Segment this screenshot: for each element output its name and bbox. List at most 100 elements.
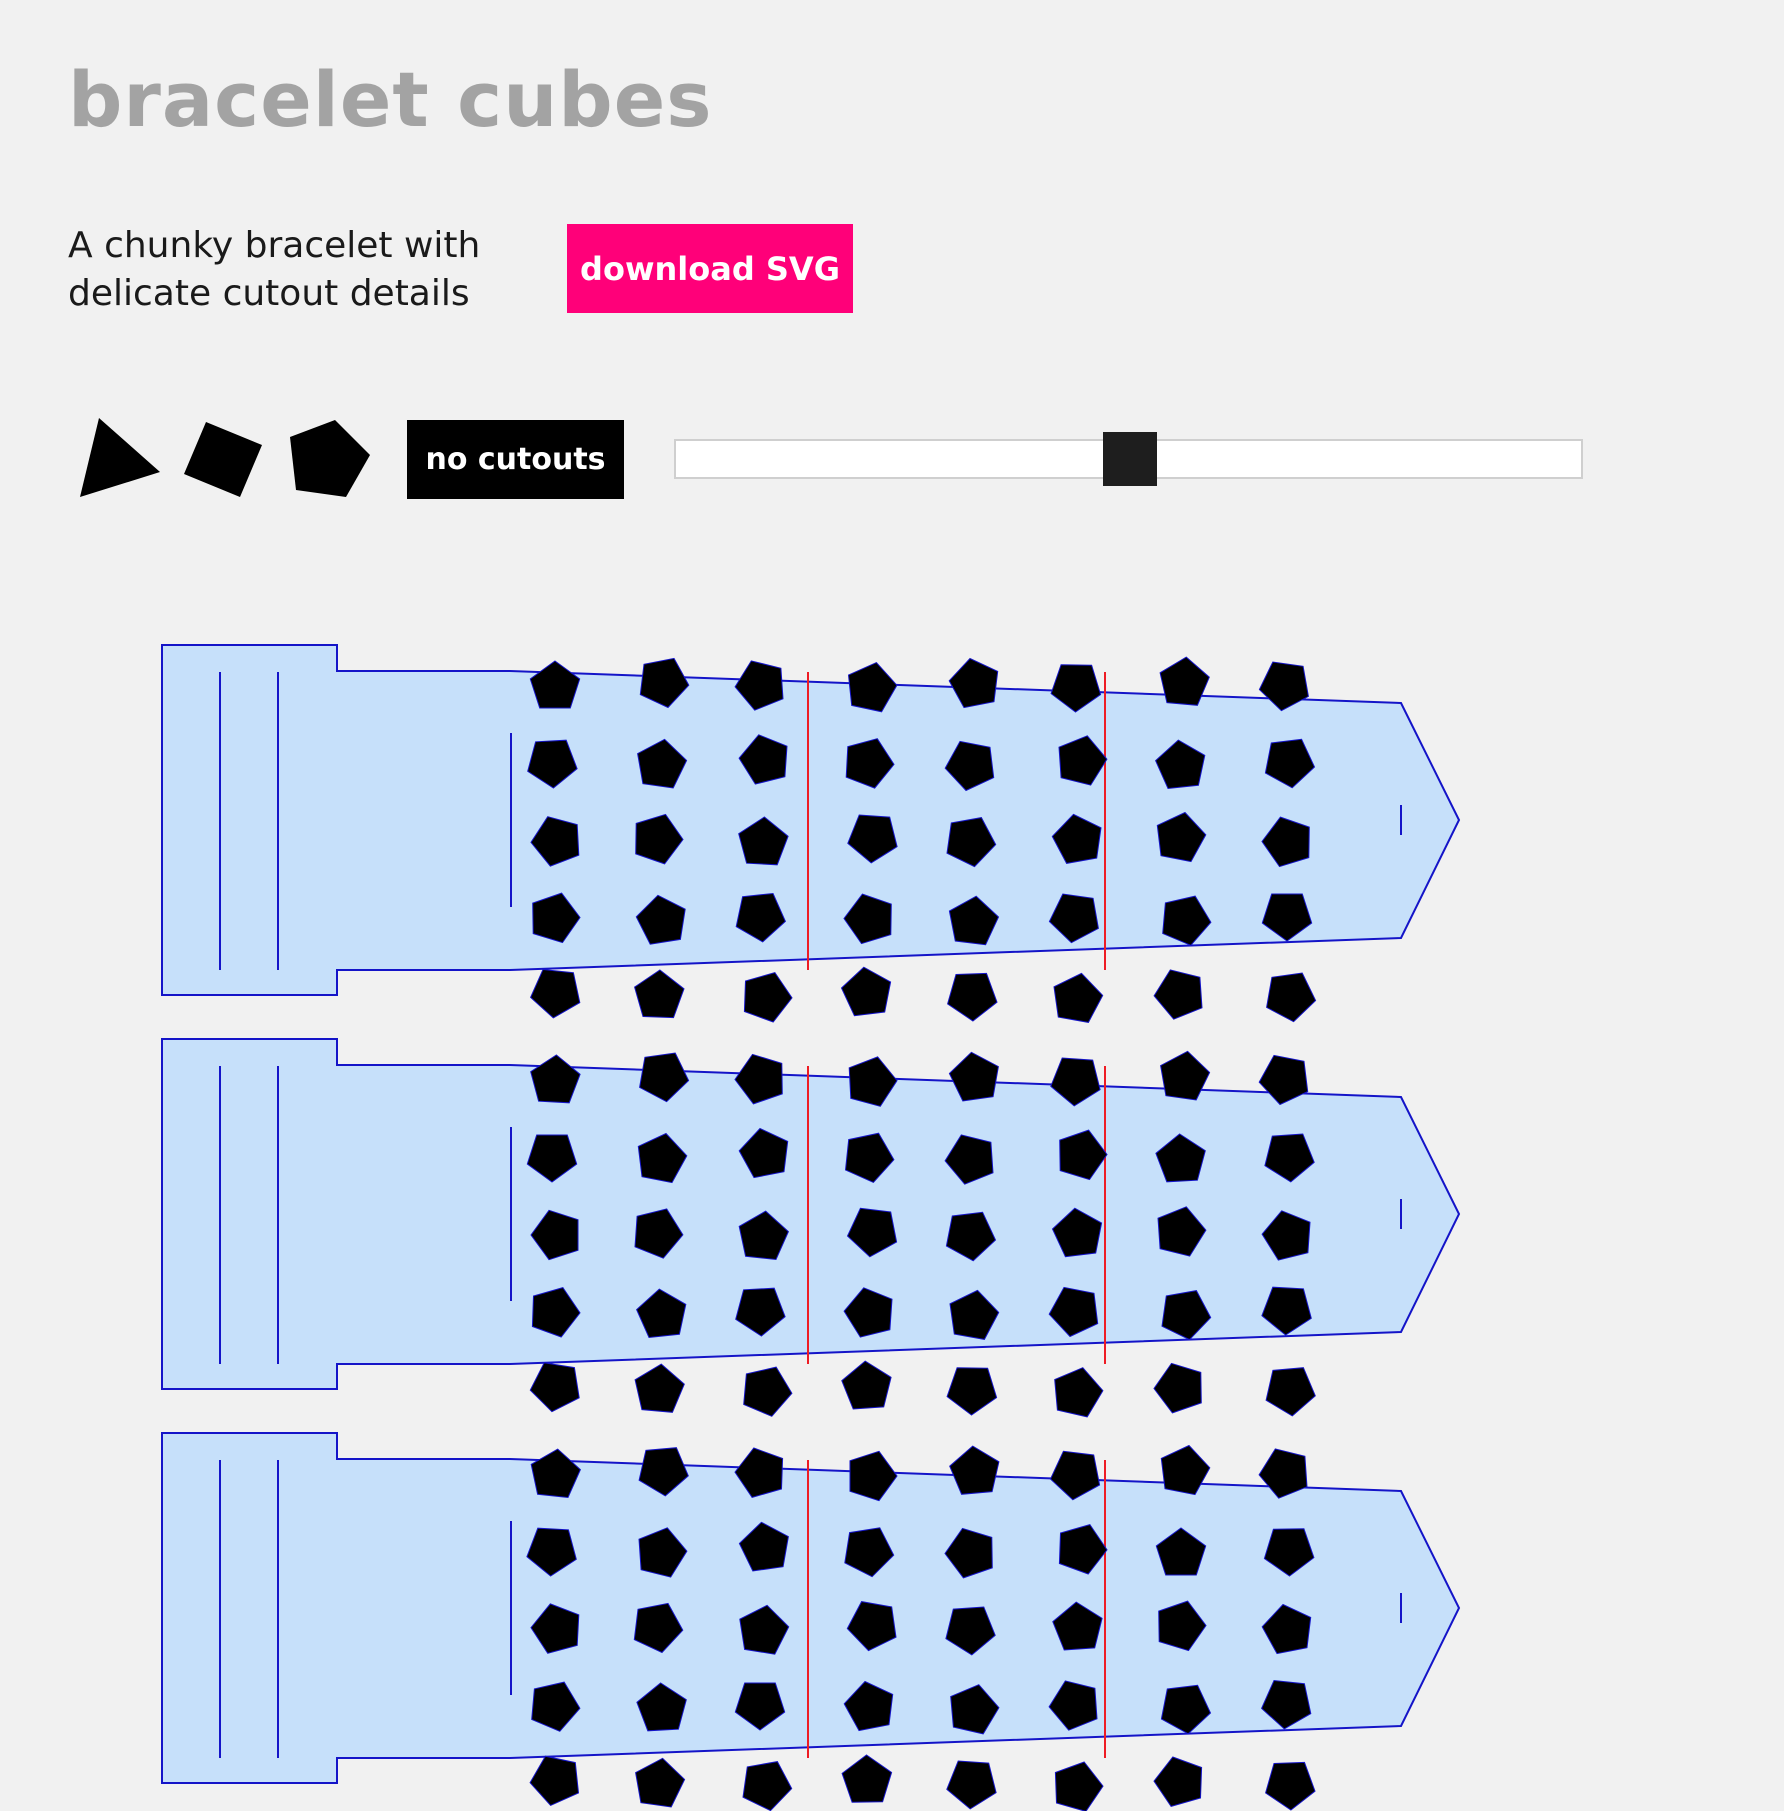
pentagon-cutout — [1153, 1756, 1203, 1807]
pentagon-cutout — [1261, 1286, 1312, 1336]
pentagon-cutout — [1258, 661, 1309, 712]
pentagon-cutout — [734, 660, 784, 711]
pentagon-cutout — [945, 1606, 996, 1656]
pentagon-cutout — [633, 1602, 684, 1654]
pentagon-cutout — [946, 817, 997, 868]
pentagon-cutout — [846, 1207, 898, 1258]
square-shape-button[interactable] — [182, 415, 272, 505]
pentagon-cutout — [1258, 1054, 1309, 1106]
pentagon-cutout — [946, 1367, 998, 1416]
pentagon-cutout — [1264, 1133, 1315, 1183]
pentagon-cutout — [1153, 1362, 1202, 1414]
pentagon-cutout — [1266, 972, 1317, 1023]
pentagon-cutout — [848, 1056, 898, 1107]
pentagon-cutout — [947, 972, 998, 1022]
pentagon-cutout — [1158, 1600, 1207, 1652]
no-cutouts-button[interactable]: no cutouts — [407, 420, 624, 499]
pentagon-cutout — [1053, 972, 1104, 1023]
pentagon-cutout — [1153, 969, 1203, 1020]
pentagon-cutout — [743, 1366, 793, 1417]
pentagon-cutout — [846, 1601, 897, 1652]
pentagon-cutout — [1160, 1684, 1212, 1735]
pentagon-cutout — [526, 1527, 577, 1577]
pentagon-cutout — [1157, 1206, 1207, 1257]
pentagon-cutout — [847, 814, 898, 864]
pentagon-cutout — [529, 1362, 580, 1413]
pentagon-cutout — [637, 1132, 688, 1184]
pentagon-cutout — [742, 1761, 793, 1811]
pentagon-cutout — [1054, 1367, 1104, 1418]
pentagon-cutout — [530, 1603, 580, 1654]
pentagon-cutout — [1048, 1286, 1099, 1338]
description-line-2: delicate cutout details — [68, 273, 470, 314]
pentagon-cutout — [532, 892, 581, 944]
pentagon-cutout — [636, 1682, 687, 1732]
pentagon-cutout — [840, 966, 892, 1017]
pentagon-cutout — [844, 1527, 895, 1578]
pentagon-cutout — [1261, 1603, 1312, 1655]
pentagon-cutout — [1260, 1679, 1312, 1730]
page-title: bracelet cubes — [68, 55, 713, 144]
pentagon-cutout — [738, 1521, 789, 1572]
pentagon-cutout — [843, 1287, 893, 1338]
pentagon-icon — [290, 420, 370, 497]
pentagon-cutout — [1048, 893, 1099, 944]
pentagon-cutout — [1054, 1761, 1104, 1811]
download-svg-button[interactable]: download SVG — [567, 224, 853, 313]
pentagon-cutout — [843, 1680, 894, 1732]
pentagon-cutout — [526, 1134, 578, 1183]
pentagon-cutout — [530, 1209, 579, 1261]
pentagon-cutout — [1058, 735, 1108, 786]
pentagon-cutout — [841, 1360, 892, 1410]
pentagon-shape-button[interactable] — [284, 415, 374, 505]
bracelet-piece — [161, 1432, 1461, 1811]
square-icon — [184, 422, 262, 497]
pentagon-cutout — [1261, 893, 1313, 942]
pentagon-cutout — [527, 739, 578, 789]
pentagon-cutout — [734, 1447, 784, 1498]
pentagon-cutout — [946, 1760, 997, 1810]
pentagon-cutout — [639, 1052, 690, 1103]
pentagon-cutout — [1050, 1057, 1101, 1107]
pentagon-cutout — [1162, 895, 1212, 946]
pentagon-cutout — [634, 969, 685, 1019]
pentagon-cutout — [1261, 1210, 1311, 1261]
pentagon-cutout — [945, 1211, 997, 1262]
description-line-1: A chunky bracelet with — [68, 225, 481, 266]
pentagon-cutout — [637, 738, 688, 789]
pentagon-cutout — [531, 1681, 581, 1732]
pentagon-cutout — [1159, 656, 1210, 706]
pentagon-cutout — [1155, 1527, 1207, 1576]
pentagon-cutout — [639, 657, 690, 709]
pentagon-cutout — [949, 1289, 1000, 1340]
piece-outline — [161, 644, 1461, 996]
pentagon-cutout — [847, 661, 898, 713]
pentagon-cutout — [1051, 813, 1102, 864]
pentagon-cutout — [944, 1134, 994, 1185]
pentagon-cutout — [738, 1210, 790, 1261]
pentagon-cutout — [944, 1527, 993, 1579]
pentagon-cutout — [530, 1448, 582, 1499]
pentagon-cutout — [948, 895, 1000, 946]
triangle-icon — [80, 418, 160, 497]
pentagon-cutout — [844, 1132, 895, 1184]
pentagon-cutout — [1050, 664, 1102, 713]
triangle-shape-button[interactable] — [78, 415, 168, 505]
pentagon-cutout — [634, 1208, 684, 1259]
slider-thumb[interactable] — [1103, 432, 1157, 486]
pentagon-cutout — [734, 1682, 786, 1731]
pentagon-cutout — [634, 1363, 685, 1413]
pentagon-cutout — [735, 1287, 786, 1337]
pentagon-cutout — [531, 1287, 581, 1338]
piece-outline — [161, 1432, 1461, 1784]
pentagon-cutout — [950, 1684, 1000, 1735]
pentagon-cutout — [948, 1051, 999, 1102]
pentagon-cutout — [530, 816, 580, 867]
pentagon-cutout — [734, 1053, 783, 1105]
pentagon-cutout — [1156, 811, 1207, 863]
pentagon-cutout — [1058, 1524, 1108, 1575]
bracelet-piece — [161, 1038, 1461, 1418]
pentagon-cutout — [1264, 738, 1316, 789]
pentagon-cutout — [1258, 1448, 1308, 1499]
pentagon-cutout — [1051, 1207, 1103, 1258]
